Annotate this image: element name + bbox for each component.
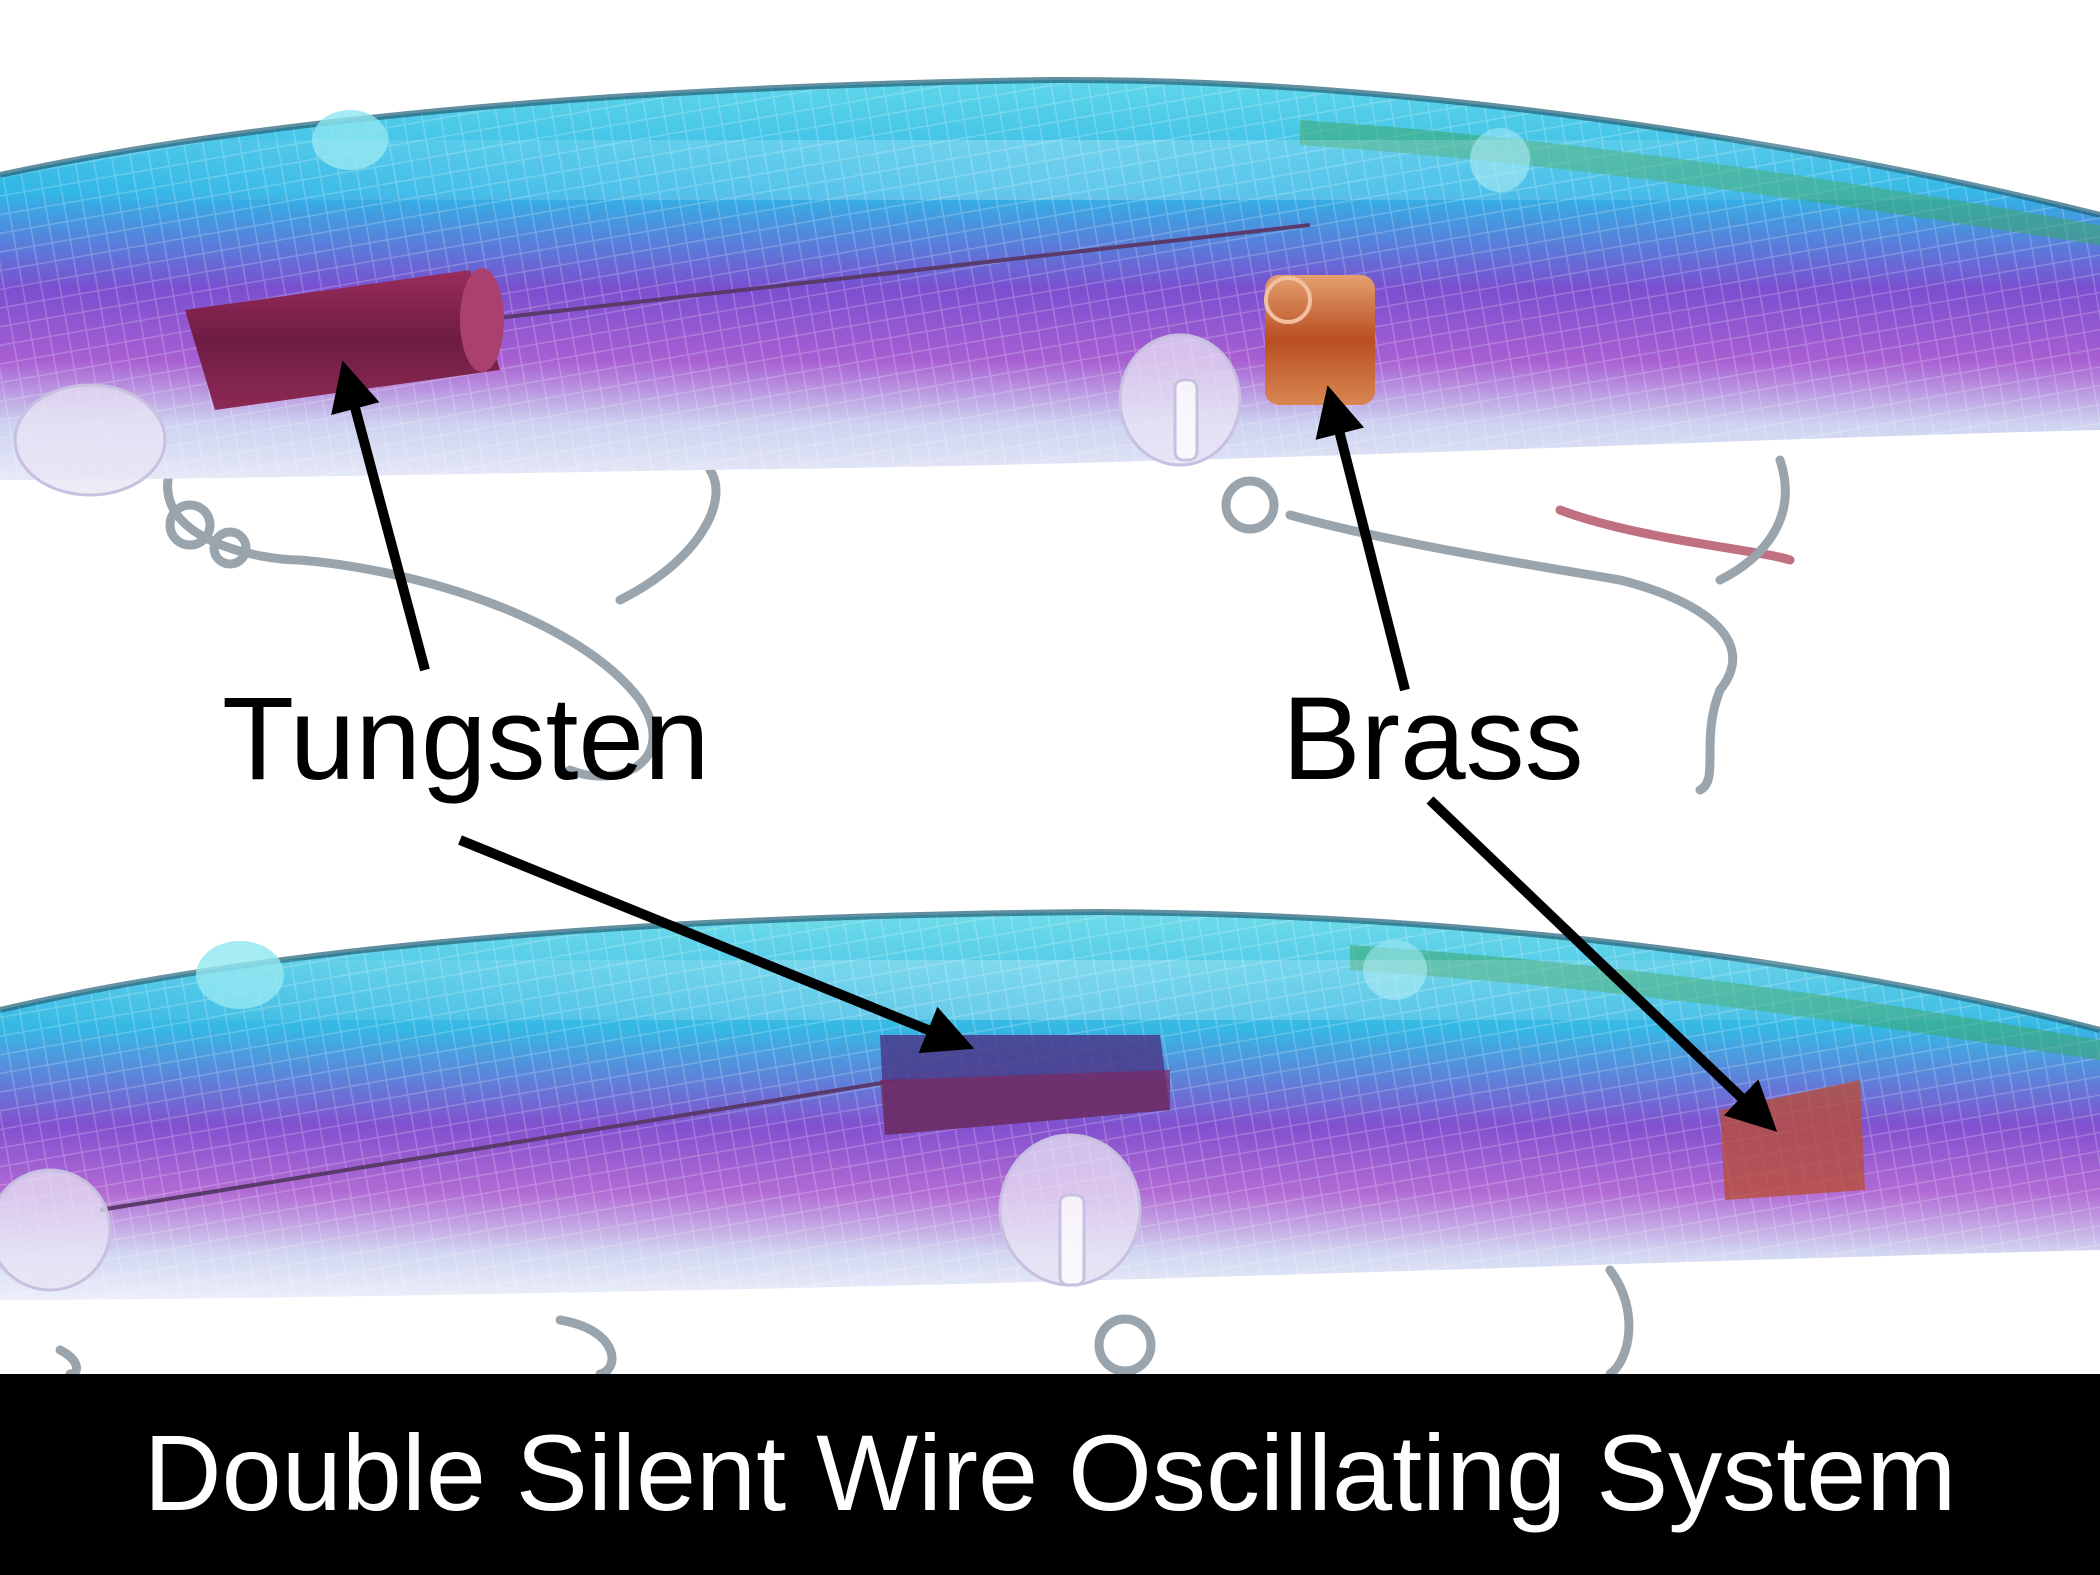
- tungsten-arrow-top: [331, 360, 430, 672]
- tungsten-label: Tungsten: [222, 673, 710, 805]
- top-tungsten-weight: [185, 268, 504, 410]
- bottom-wire: [99, 1078, 901, 1212]
- top-nose-eye: [13, 383, 167, 497]
- bottom-tungsten-weight: [880, 1035, 1170, 1135]
- top-wire: [479, 223, 1311, 322]
- top-hook-rear: [163, 465, 721, 781]
- top-brass-weight: [1264, 275, 1375, 405]
- caption-bar: Double Silent Wire Oscillating System: [0, 1374, 2100, 1575]
- tungsten-arrow-bottom: [458, 835, 975, 1054]
- top-lure: [0, 76, 2100, 795]
- brass-arrow-top: [1315, 385, 1410, 692]
- bottom-nose-eye: [0, 1168, 112, 1292]
- bottom-hook: [55, 1265, 1634, 1379]
- top-hook-front: [1221, 455, 1795, 795]
- bottom-lure: [0, 908, 2100, 1379]
- caption-text: Double Silent Wire Oscillating System: [143, 1412, 1957, 1533]
- brass-label: Brass: [1282, 673, 1584, 805]
- brass-arrow-bottom: [1426, 796, 1778, 1132]
